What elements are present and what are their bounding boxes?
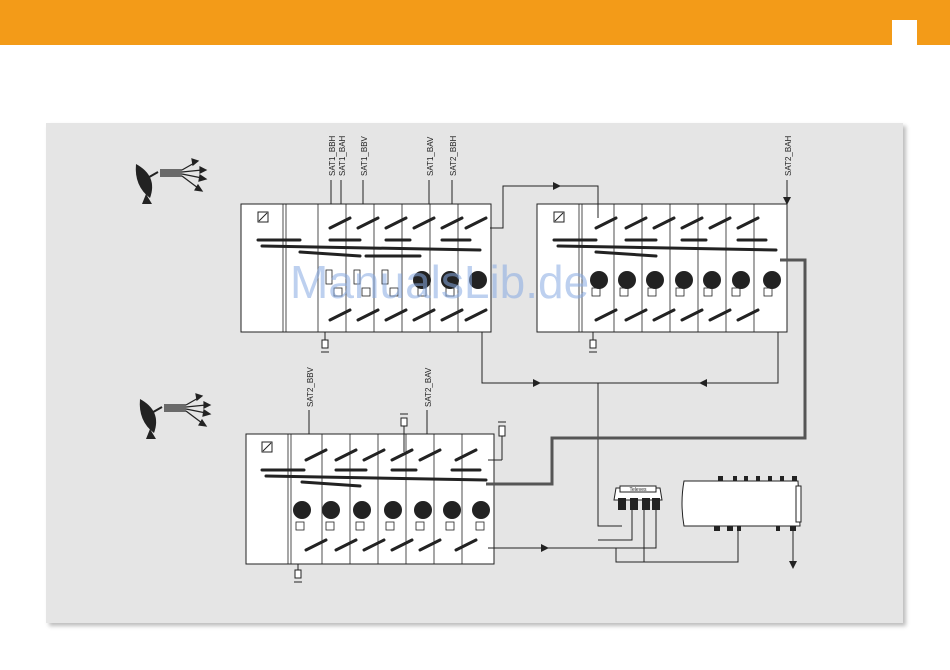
terminator-icon — [589, 332, 597, 352]
label-sat2-bbv: SAT2_BBV — [306, 366, 315, 407]
watermark: ManualsLib.de — [290, 255, 589, 309]
label-sat2-bbh: SAT2_BBH — [449, 135, 458, 176]
label-sat1-bav: SAT1_BAV — [426, 136, 435, 176]
power-supply-brand: Televes — [630, 487, 647, 493]
module-rack-3 — [246, 434, 494, 564]
power-supply-unit: Televes — [614, 486, 662, 510]
label-sat2-bah: SAT2_BAH — [784, 135, 793, 176]
label-sat1-bbh: SAT1_BBH — [328, 135, 337, 176]
terminator-icon — [321, 332, 329, 352]
label-sat1-bah: SAT1_BAH — [338, 135, 347, 176]
terminator-icon — [294, 564, 302, 582]
satellite-dish-icon — [140, 394, 210, 439]
multiswitch — [682, 476, 801, 531]
label-sat1-bbv: SAT1_BBV — [360, 135, 369, 176]
satellite-dish-icon — [136, 159, 206, 204]
label-sat2-bav: SAT2_BAV — [424, 367, 433, 407]
